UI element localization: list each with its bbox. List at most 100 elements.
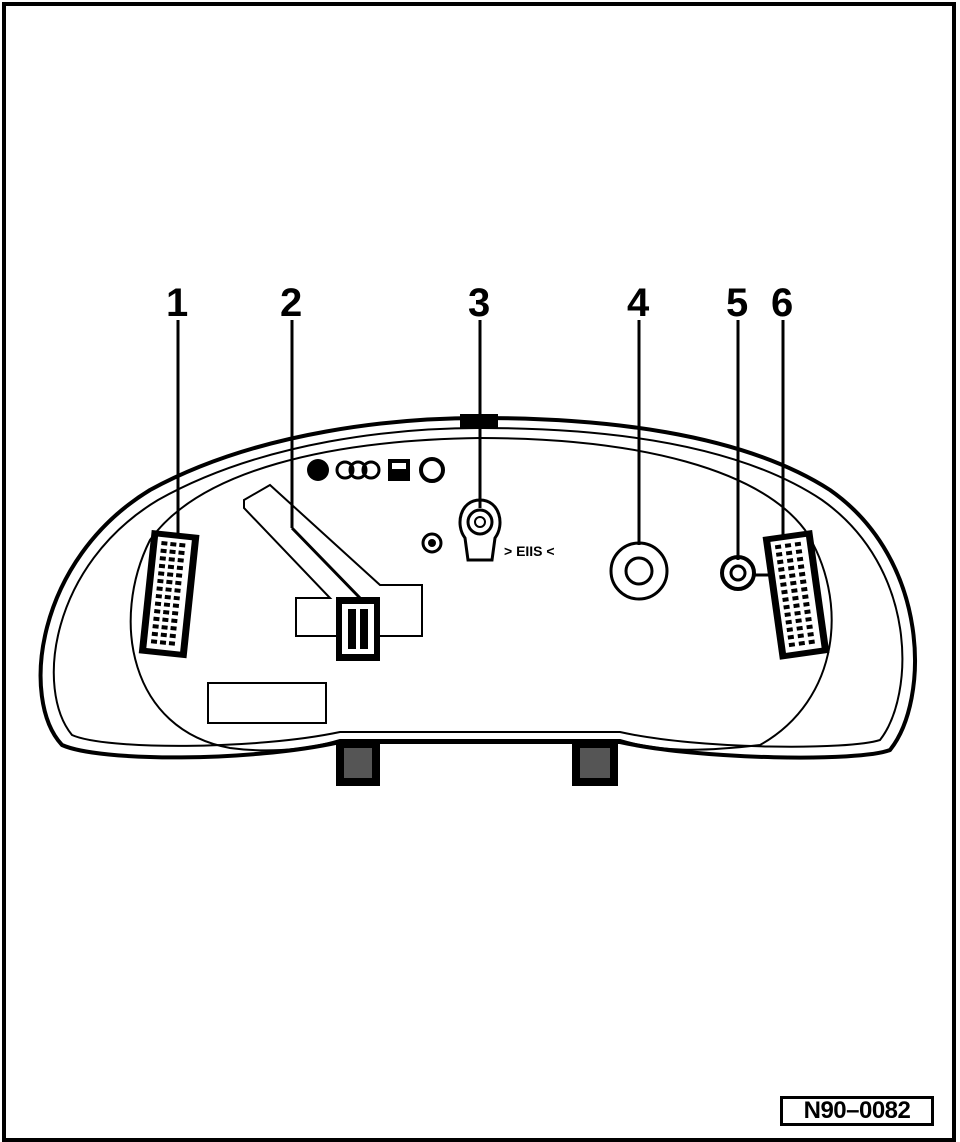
- connector-pin: [796, 556, 804, 562]
- connector-pin: [803, 601, 810, 607]
- bottom-mount-left: [336, 740, 380, 786]
- connector-pin: [786, 627, 794, 633]
- connector-pin: [159, 556, 166, 561]
- connector-pin: [155, 593, 163, 599]
- back-plate: [129, 436, 833, 752]
- callout-3: 3: [468, 281, 490, 325]
- connector-pin: [150, 639, 158, 644]
- connector-pin: [775, 552, 783, 557]
- alignment-mark: > EIIS <: [504, 543, 555, 559]
- connector-pin: [782, 597, 789, 602]
- connector-pin: [784, 543, 792, 548]
- connector-pin: [174, 588, 181, 593]
- leader-lines: [176, 320, 785, 600]
- connector-pin: [798, 571, 806, 577]
- small-screw: [421, 532, 443, 554]
- connector-pin: [172, 603, 180, 608]
- connector-pin: [784, 612, 791, 618]
- connector-pin: [158, 563, 166, 569]
- connector-pin: [163, 602, 171, 608]
- connector-pin: [162, 617, 169, 623]
- connector-2: [336, 597, 380, 661]
- connector-pin: [796, 625, 803, 631]
- connector-pin: [167, 564, 175, 570]
- connector-pin: [807, 632, 814, 637]
- connector-pin: [791, 588, 798, 594]
- connector-pin: [168, 557, 175, 562]
- connector-pin: [795, 618, 802, 624]
- ring-terminal-5: [720, 555, 772, 591]
- connector-pin: [170, 541, 177, 547]
- connector-pin: [160, 632, 167, 638]
- connector-pin: [165, 587, 172, 592]
- connector-pin: [169, 633, 176, 639]
- connector-pin: [804, 609, 811, 615]
- callout-5: 5: [726, 281, 748, 325]
- connector-pin: [794, 610, 801, 616]
- connector-pin: [170, 626, 177, 631]
- connector-pin: [160, 548, 167, 554]
- mount-boss-4: [609, 541, 669, 601]
- connector-pin: [176, 565, 184, 571]
- label-sticker: [207, 682, 327, 724]
- connector-pin: [158, 571, 165, 576]
- connector-pin: [786, 558, 794, 563]
- callout-6: 6: [771, 281, 793, 325]
- connector-pin: [781, 589, 788, 595]
- connector-pin: [774, 544, 782, 550]
- connector-pin: [175, 573, 183, 578]
- connector-pin: [166, 579, 173, 585]
- connector-pin: [175, 580, 182, 586]
- connector-pin: [789, 573, 796, 578]
- connector-pin: [779, 574, 786, 580]
- connector-pin: [808, 639, 815, 645]
- cluster-housing-outer: [38, 415, 917, 760]
- connector-6: [762, 529, 830, 660]
- connector-pin: [801, 586, 808, 592]
- connector-pin: [805, 616, 812, 622]
- connector-pin: [173, 595, 180, 601]
- connector-pin: [798, 640, 806, 646]
- brand-logo: [307, 457, 445, 483]
- connector-pin: [785, 619, 792, 625]
- connector-pin: [778, 567, 785, 572]
- connector-pin: [154, 601, 162, 607]
- connector-pin: [151, 631, 159, 637]
- connector-pin: [777, 559, 784, 565]
- connector-pin: [164, 594, 171, 600]
- connector-pin: [159, 640, 167, 645]
- connector-pin: [157, 578, 164, 584]
- connector-pin: [179, 542, 186, 548]
- connector-pin: [154, 609, 161, 614]
- connector-pin: [797, 564, 805, 570]
- connector-pin: [787, 565, 795, 571]
- connector-pin: [168, 641, 176, 646]
- connector-pin: [797, 633, 804, 639]
- connector-pin: [177, 558, 184, 563]
- bottom-mount-right: [572, 740, 618, 786]
- connector-pin: [793, 603, 800, 609]
- connector-pin: [795, 549, 803, 555]
- connector-pin: [161, 541, 168, 546]
- connector-pin: [153, 616, 160, 622]
- connector-pin: [790, 580, 797, 586]
- callout-1: 1: [166, 281, 188, 325]
- cluster-housing-inner: [52, 426, 904, 748]
- callout-4: 4: [627, 281, 650, 325]
- connector-pin: [171, 618, 178, 624]
- connector-pin: [783, 604, 790, 610]
- connector-pin: [799, 579, 807, 585]
- connector-pin: [152, 624, 159, 629]
- connector-pin: [161, 625, 168, 630]
- connector-pin: [169, 549, 176, 555]
- callout-2: 2: [280, 281, 302, 325]
- connector-pin: [806, 624, 813, 630]
- connector-1: [138, 529, 200, 659]
- connector-pin: [787, 634, 795, 640]
- keyhole-mount-3: [458, 498, 502, 562]
- connector-pin: [788, 642, 796, 648]
- connector-pin: [792, 595, 799, 601]
- connector-pin: [780, 582, 787, 587]
- connector-pin: [171, 610, 179, 616]
